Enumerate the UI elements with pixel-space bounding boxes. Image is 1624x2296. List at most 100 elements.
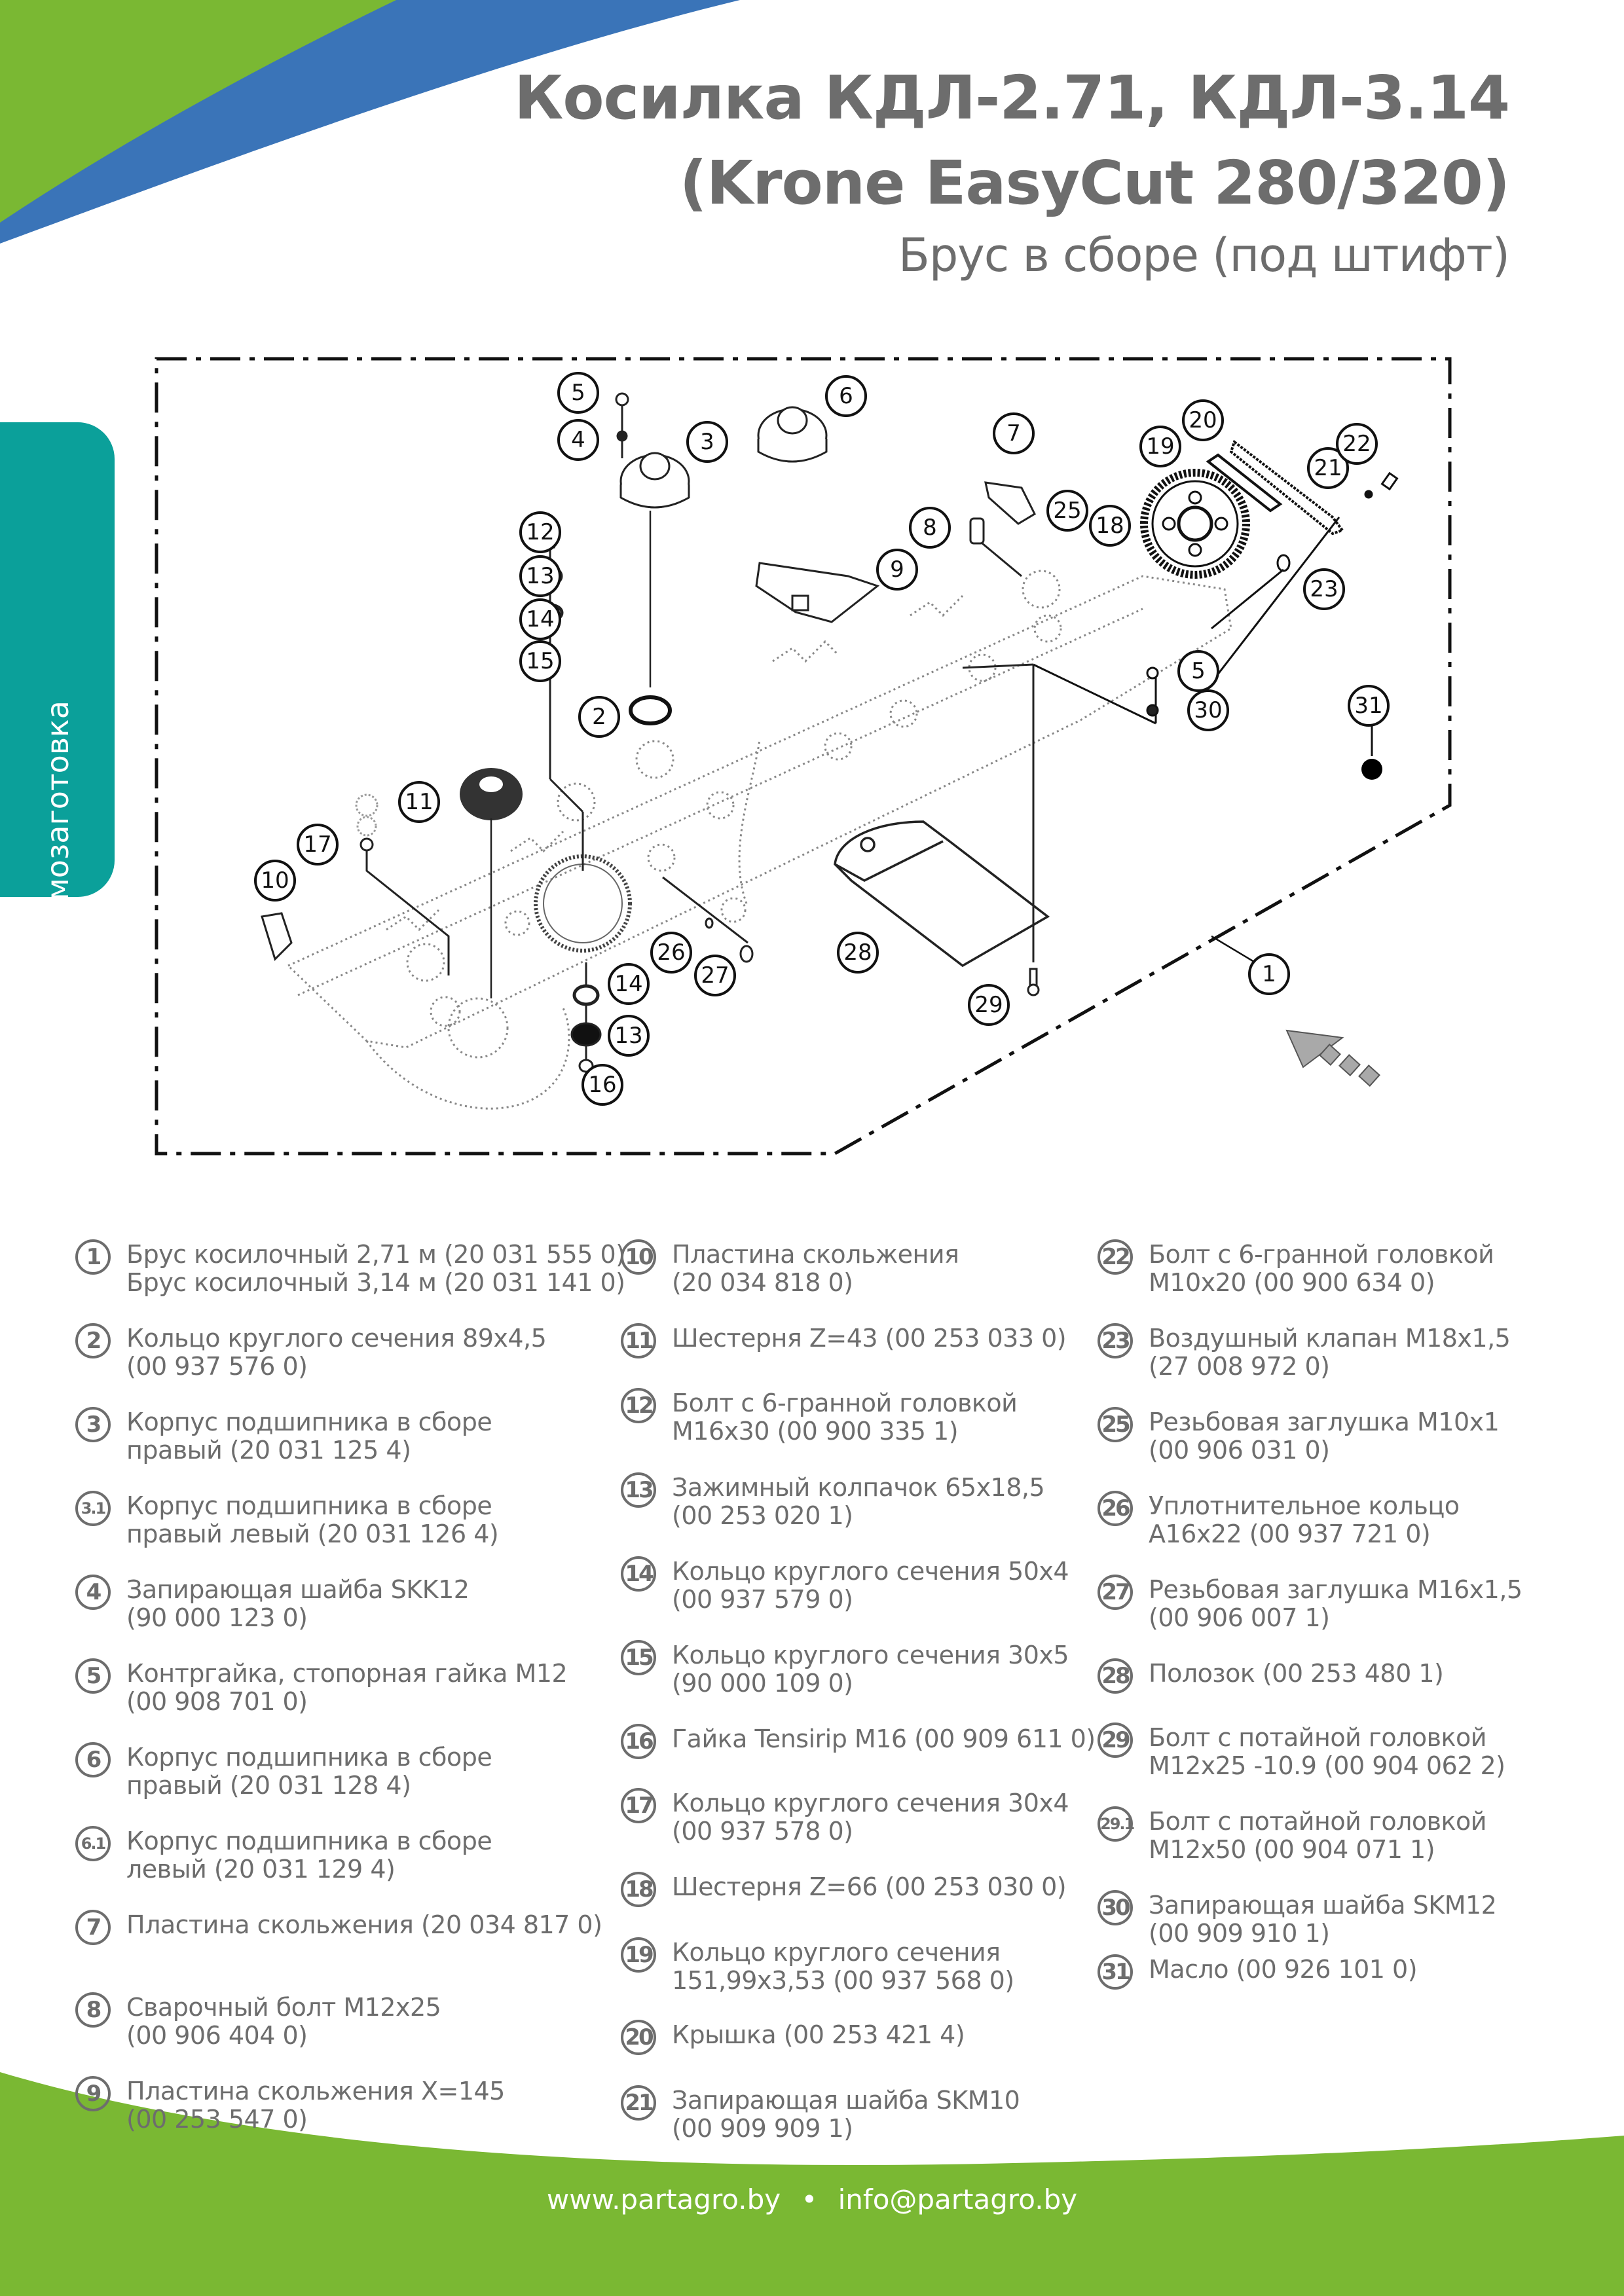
legend-number-badge: 29 [1098,1722,1133,1758]
page-title-model: (Krone EasyCut 280/320) [679,148,1510,218]
callout-8: 8 [909,507,951,549]
legend-text: правый (20 031 125 4) [126,1436,411,1465]
callout-2: 2 [578,696,620,738]
legend-number-badge: 6.1 [75,1826,111,1861]
legend-text: M10x20 (00 900 634 0) [1149,1268,1435,1297]
category-tab[interactable]: Кормозаготовка [0,422,115,959]
o-ring-17 [355,793,450,975]
footer-contacts: www.partagro.by • info@partagro.by [0,2183,1624,2215]
legend-text: правый (20 031 128 4) [126,1771,411,1800]
legend-text: (90 000 109 0) [672,1669,853,1698]
legend-number-badge: 18 [621,1872,656,1907]
callout-13: 13 [608,1015,650,1057]
legend-text: Резьбовая заглушка M16x1,5 [1149,1575,1522,1604]
legend-text: (00 937 578 0) [672,1817,853,1846]
callout-label: 2 [592,704,606,730]
legend-text: (00 253 547 0) [126,2105,308,2134]
legend-text: (00 937 576 0) [126,1352,308,1381]
legend-text: Кольцо круглого сечения 50x4 [672,1557,1069,1586]
callout-18: 18 [1089,505,1131,547]
seal-19-cover-20 [1206,439,1345,536]
valve-23 [1211,554,1291,630]
legend-text: Кольцо круглого сечения 89x4,5 [126,1324,547,1353]
legend-text: (00 906 007 1) [1149,1603,1330,1632]
nut-washer-stack [615,392,629,458]
email-link[interactable]: info@partagro.by [838,2183,1078,2215]
callout-label: 29 [974,992,1003,1018]
legend-text: 151,99x3,53 (00 937 568 0) [672,1966,1014,1995]
bearing-housing-3 [619,452,690,509]
legend-text: Шестерня Z=43 (00 253 033 0) [672,1324,1067,1353]
callout-17: 17 [297,824,339,866]
legend-text: Корпус подшипника в сборе [126,1408,492,1436]
callout-11: 11 [398,781,440,823]
legend-text: (00 253 020 1) [672,1501,853,1530]
footer-green-wave [0,2072,1624,2296]
callout-13: 13 [519,555,561,597]
callout-12: 12 [519,511,561,553]
legend-text: Кольцо круглого сечения 30x5 [672,1641,1069,1669]
callout-label: 19 [1146,433,1174,460]
legend-text: Болт с потайной головкой [1149,1723,1486,1752]
callout-27: 27 [694,955,736,996]
legend-text: Кольцо круглого сечения [672,1938,1001,1967]
callout-23: 23 [1303,568,1345,610]
legend-text: Шестерня Z=66 (00 253 030 0) [672,1872,1067,1901]
legend-number-badge: 1 [75,1239,111,1275]
legend-text: (90 000 123 0) [126,1603,308,1632]
callout-label: 27 [701,962,729,989]
skid-28 [834,820,1050,968]
weld-bolt-8 [969,517,1022,577]
legend-text: правый левый (20 031 126 4) [126,1520,499,1548]
legend-number-badge: 7 [75,1910,111,1945]
legend-text: (27 008 972 0) [1149,1352,1330,1381]
slide-plate-10 [261,912,293,961]
legend-text: Уплотнительное кольцо [1149,1491,1460,1520]
legend-number-badge: 31 [1098,1954,1133,1990]
callout-29: 29 [968,984,1010,1026]
legend-number-badge: 3.1 [75,1491,111,1526]
callout-5: 5 [557,372,599,414]
callout-label: 25 [1053,498,1081,524]
legend-number-badge: 8 [75,1992,111,2028]
callout-20: 20 [1182,399,1224,441]
callout-4: 4 [557,419,599,461]
callout-label: 4 [571,427,585,453]
callout-label: 12 [526,519,554,545]
callout-14: 14 [519,598,561,640]
bolt-29 [962,663,1040,996]
legend-number-badge: 28 [1098,1658,1133,1694]
legend-text: (20 034 818 0) [672,1268,853,1297]
slide-plate-7 [984,481,1036,525]
legend-text: Болт с 6-гранной головкой [672,1389,1018,1417]
callout-6: 6 [825,375,867,417]
legend-text: Резьбовая заглушка M10x1 [1149,1408,1500,1436]
legend-number-badge: 26 [1098,1491,1133,1526]
website-link[interactable]: www.partagro.by [546,2183,781,2215]
legend-text: M12x50 (00 904 071 1) [1149,1835,1435,1864]
separator-dot: • [801,2183,818,2215]
travel-direction-arrow [1285,1029,1380,1087]
callout-label: 5 [1191,658,1206,684]
legend-text: Брус косилочный 2,71 м (20 031 555 0) [126,1240,625,1269]
callout-label: 18 [1096,513,1124,539]
legend-text: (00 909 909 1) [672,2114,853,2143]
gear-18 [1140,469,1250,579]
callout-5: 5 [1177,650,1219,692]
legend-number-badge: 11 [621,1323,656,1358]
legend-text: Воздушный клапан M18x1,5 [1149,1324,1511,1353]
legend-item-18: 18 Шестерня Z=66 (00 253 030 0) [621,1872,1067,1907]
legend-number-badge: 13 [621,1472,656,1508]
legend-text: Пластина скольжения (20 034 817 0) [126,1910,602,1939]
callout-16: 16 [581,1064,623,1106]
callout-label: 23 [1310,576,1338,602]
